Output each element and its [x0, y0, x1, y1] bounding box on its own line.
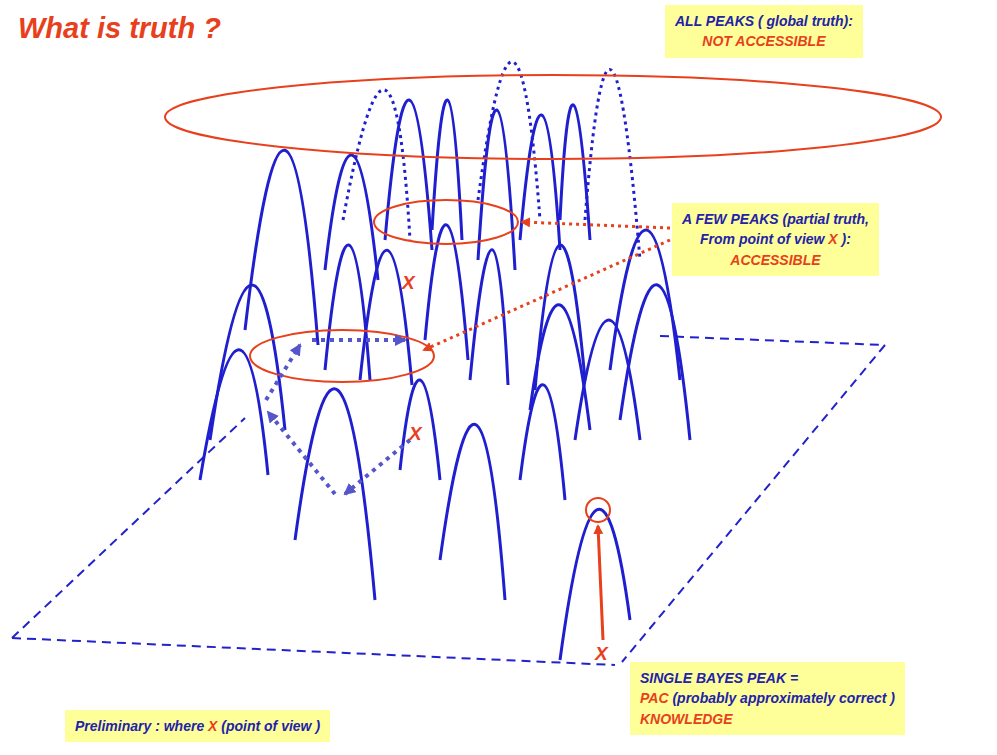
box-text: ): [842, 231, 851, 247]
viewpoint-mark: X [402, 272, 415, 294]
ground-plane [12, 336, 885, 665]
hidden-peaks [343, 62, 640, 260]
viewpoint-mark: X [409, 423, 422, 445]
title: What is truth ? [18, 12, 221, 45]
note-box: Preliminary : where X (point of view ) [65, 710, 330, 742]
box-text: KNOWLEDGE [640, 711, 733, 727]
box-text: X [828, 231, 837, 247]
peaks [200, 100, 690, 660]
bayes-box: SINGLE BAYES PEAK = PAC (probably approxi… [630, 662, 905, 735]
view-path [266, 340, 410, 494]
box-text: X [208, 718, 217, 734]
box-text: ALL PEAKS ( global truth): [675, 13, 853, 29]
box-text: A FEW PEAKS (partial truth, [682, 211, 869, 227]
box-text: ACCESSIBLE [730, 252, 820, 268]
box-text: SINGLE BAYES PEAK = [640, 670, 798, 686]
viewpoint-mark: X [595, 643, 608, 665]
box-text: (probably approximately correct ) [672, 690, 895, 706]
truth-ellipses [165, 75, 941, 522]
box-text: PAC [640, 690, 669, 706]
leader-lines [424, 222, 670, 350]
partial-truth-box: A FEW PEAKS (partial truth, From point of… [672, 203, 879, 276]
box-text: Preliminary : where [75, 718, 204, 734]
box-text: (point of view ) [221, 718, 320, 734]
box-text: NOT ACCESSIBLE [702, 33, 825, 49]
global-truth-box: ALL PEAKS ( global truth): NOT ACCESSIBLE [665, 5, 863, 58]
box-text: From point of view [700, 231, 824, 247]
bayes-arrow [598, 526, 603, 640]
